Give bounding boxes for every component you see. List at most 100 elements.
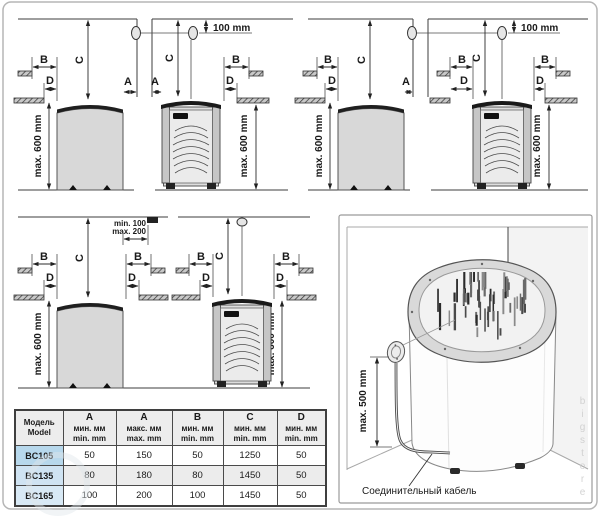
dim-max600: max. 600 mm xyxy=(239,114,250,177)
dim-a: A xyxy=(124,76,132,88)
page-border xyxy=(2,1,598,510)
dim-d: D xyxy=(226,75,234,87)
bench-section xyxy=(17,267,33,274)
dim-d: D xyxy=(460,75,468,87)
value-cell: 150 xyxy=(115,445,173,466)
watermark-ring xyxy=(26,452,90,516)
bench-section xyxy=(138,294,169,301)
dim-c: C xyxy=(74,56,86,64)
heater-side-view xyxy=(337,104,405,191)
value-cell: 180 xyxy=(115,465,173,486)
heating-elements xyxy=(437,272,527,340)
diagram-wall-clearance-2: 100 mm C C B D max. 600 mm A B D B xyxy=(294,18,588,191)
bench-section xyxy=(302,70,318,77)
dim-max500: max. 500 mm xyxy=(358,369,369,432)
bench-section xyxy=(294,97,326,104)
junction-box-3d xyxy=(386,341,406,363)
bench-section xyxy=(171,294,201,301)
bench-section xyxy=(286,294,317,301)
dim-max200: max. 200 xyxy=(112,227,146,236)
watermark-text: bigstore xyxy=(577,396,588,500)
dim-b: B xyxy=(40,54,48,66)
junction-box xyxy=(188,26,198,40)
junction-box-side xyxy=(147,217,158,223)
dim-b: B xyxy=(40,251,48,263)
value-cell: 50 xyxy=(276,465,327,486)
dim-c: C xyxy=(74,254,86,262)
bench-section xyxy=(17,70,33,77)
dim-d: D xyxy=(202,272,210,284)
dim-b: B xyxy=(324,54,332,66)
dim-max600: max. 600 mm xyxy=(532,114,543,177)
diagram-3d-corner-view: max. 500 mm Соединительный кабель xyxy=(338,214,593,504)
value-cell: 200 xyxy=(115,485,173,507)
diagram-ceiling-clearance: min. 100 max. 200 C C B D max. 600 mm B … xyxy=(13,216,317,389)
heater-rim-inner xyxy=(418,267,546,353)
bench-section xyxy=(236,97,270,104)
dim-c: C xyxy=(214,252,226,260)
dim-c: C xyxy=(356,56,368,64)
dim-b: B xyxy=(134,251,142,263)
bench-section xyxy=(429,97,451,104)
dim-min100: min. 100 xyxy=(114,219,147,228)
dim-100mm: 100 mm xyxy=(213,23,250,34)
dim-d: D xyxy=(328,75,336,87)
dim-b: B xyxy=(282,251,290,263)
dim-max600: max. 600 mm xyxy=(314,114,325,177)
value-cell: 50 xyxy=(276,445,327,466)
bench-section xyxy=(13,97,45,104)
dim-c: C xyxy=(471,54,483,62)
dim-a: A xyxy=(151,76,159,88)
dim-d: D xyxy=(46,272,54,284)
value-cell: 50 xyxy=(276,485,327,507)
dim-b: B xyxy=(541,54,549,66)
heater-front-view xyxy=(471,100,533,190)
dim-d: D xyxy=(128,272,136,284)
dim-max600: max. 600 mm xyxy=(33,312,44,375)
bench-section xyxy=(13,294,45,301)
junction-box xyxy=(497,26,507,40)
heater-front-view xyxy=(160,100,222,190)
dim-max600: max. 600 mm xyxy=(266,312,277,375)
dim-d: D xyxy=(46,75,54,87)
junction-box xyxy=(407,26,417,40)
dim-d: D xyxy=(276,272,284,284)
heater-side-view xyxy=(56,302,124,389)
dim-max600: max. 600 mm xyxy=(33,114,44,177)
dim-b: B xyxy=(232,54,240,66)
dim-b: B xyxy=(458,54,466,66)
value-cell: 100 xyxy=(171,485,224,507)
connection-cable-label: Соединительный кабель xyxy=(362,485,477,497)
value-cell: 1450 xyxy=(222,465,278,486)
dim-c: C xyxy=(164,54,176,62)
bench-section xyxy=(436,70,451,77)
heater-front-view xyxy=(211,298,273,388)
junction-box xyxy=(131,26,141,40)
dim-100mm: 100 mm xyxy=(521,23,558,34)
junction-box xyxy=(236,217,248,227)
bench-section xyxy=(544,97,578,104)
heater-side-view xyxy=(56,104,124,191)
value-cell: 80 xyxy=(171,465,224,486)
dim-d: D xyxy=(536,75,544,87)
diagram-wall-clearance-1: 100 mm C C B D max. 600 mm A A B D xyxy=(13,18,293,191)
heater-foot xyxy=(450,468,460,474)
value-cell: 1450 xyxy=(222,485,278,507)
bench-section xyxy=(248,70,264,77)
dim-b: B xyxy=(197,251,205,263)
heater-foot xyxy=(515,463,525,469)
dim-a: A xyxy=(402,76,410,88)
bench-section xyxy=(175,267,190,274)
bench-section xyxy=(298,267,314,274)
value-cell: 1250 xyxy=(222,445,278,466)
value-cell: 50 xyxy=(171,445,224,466)
